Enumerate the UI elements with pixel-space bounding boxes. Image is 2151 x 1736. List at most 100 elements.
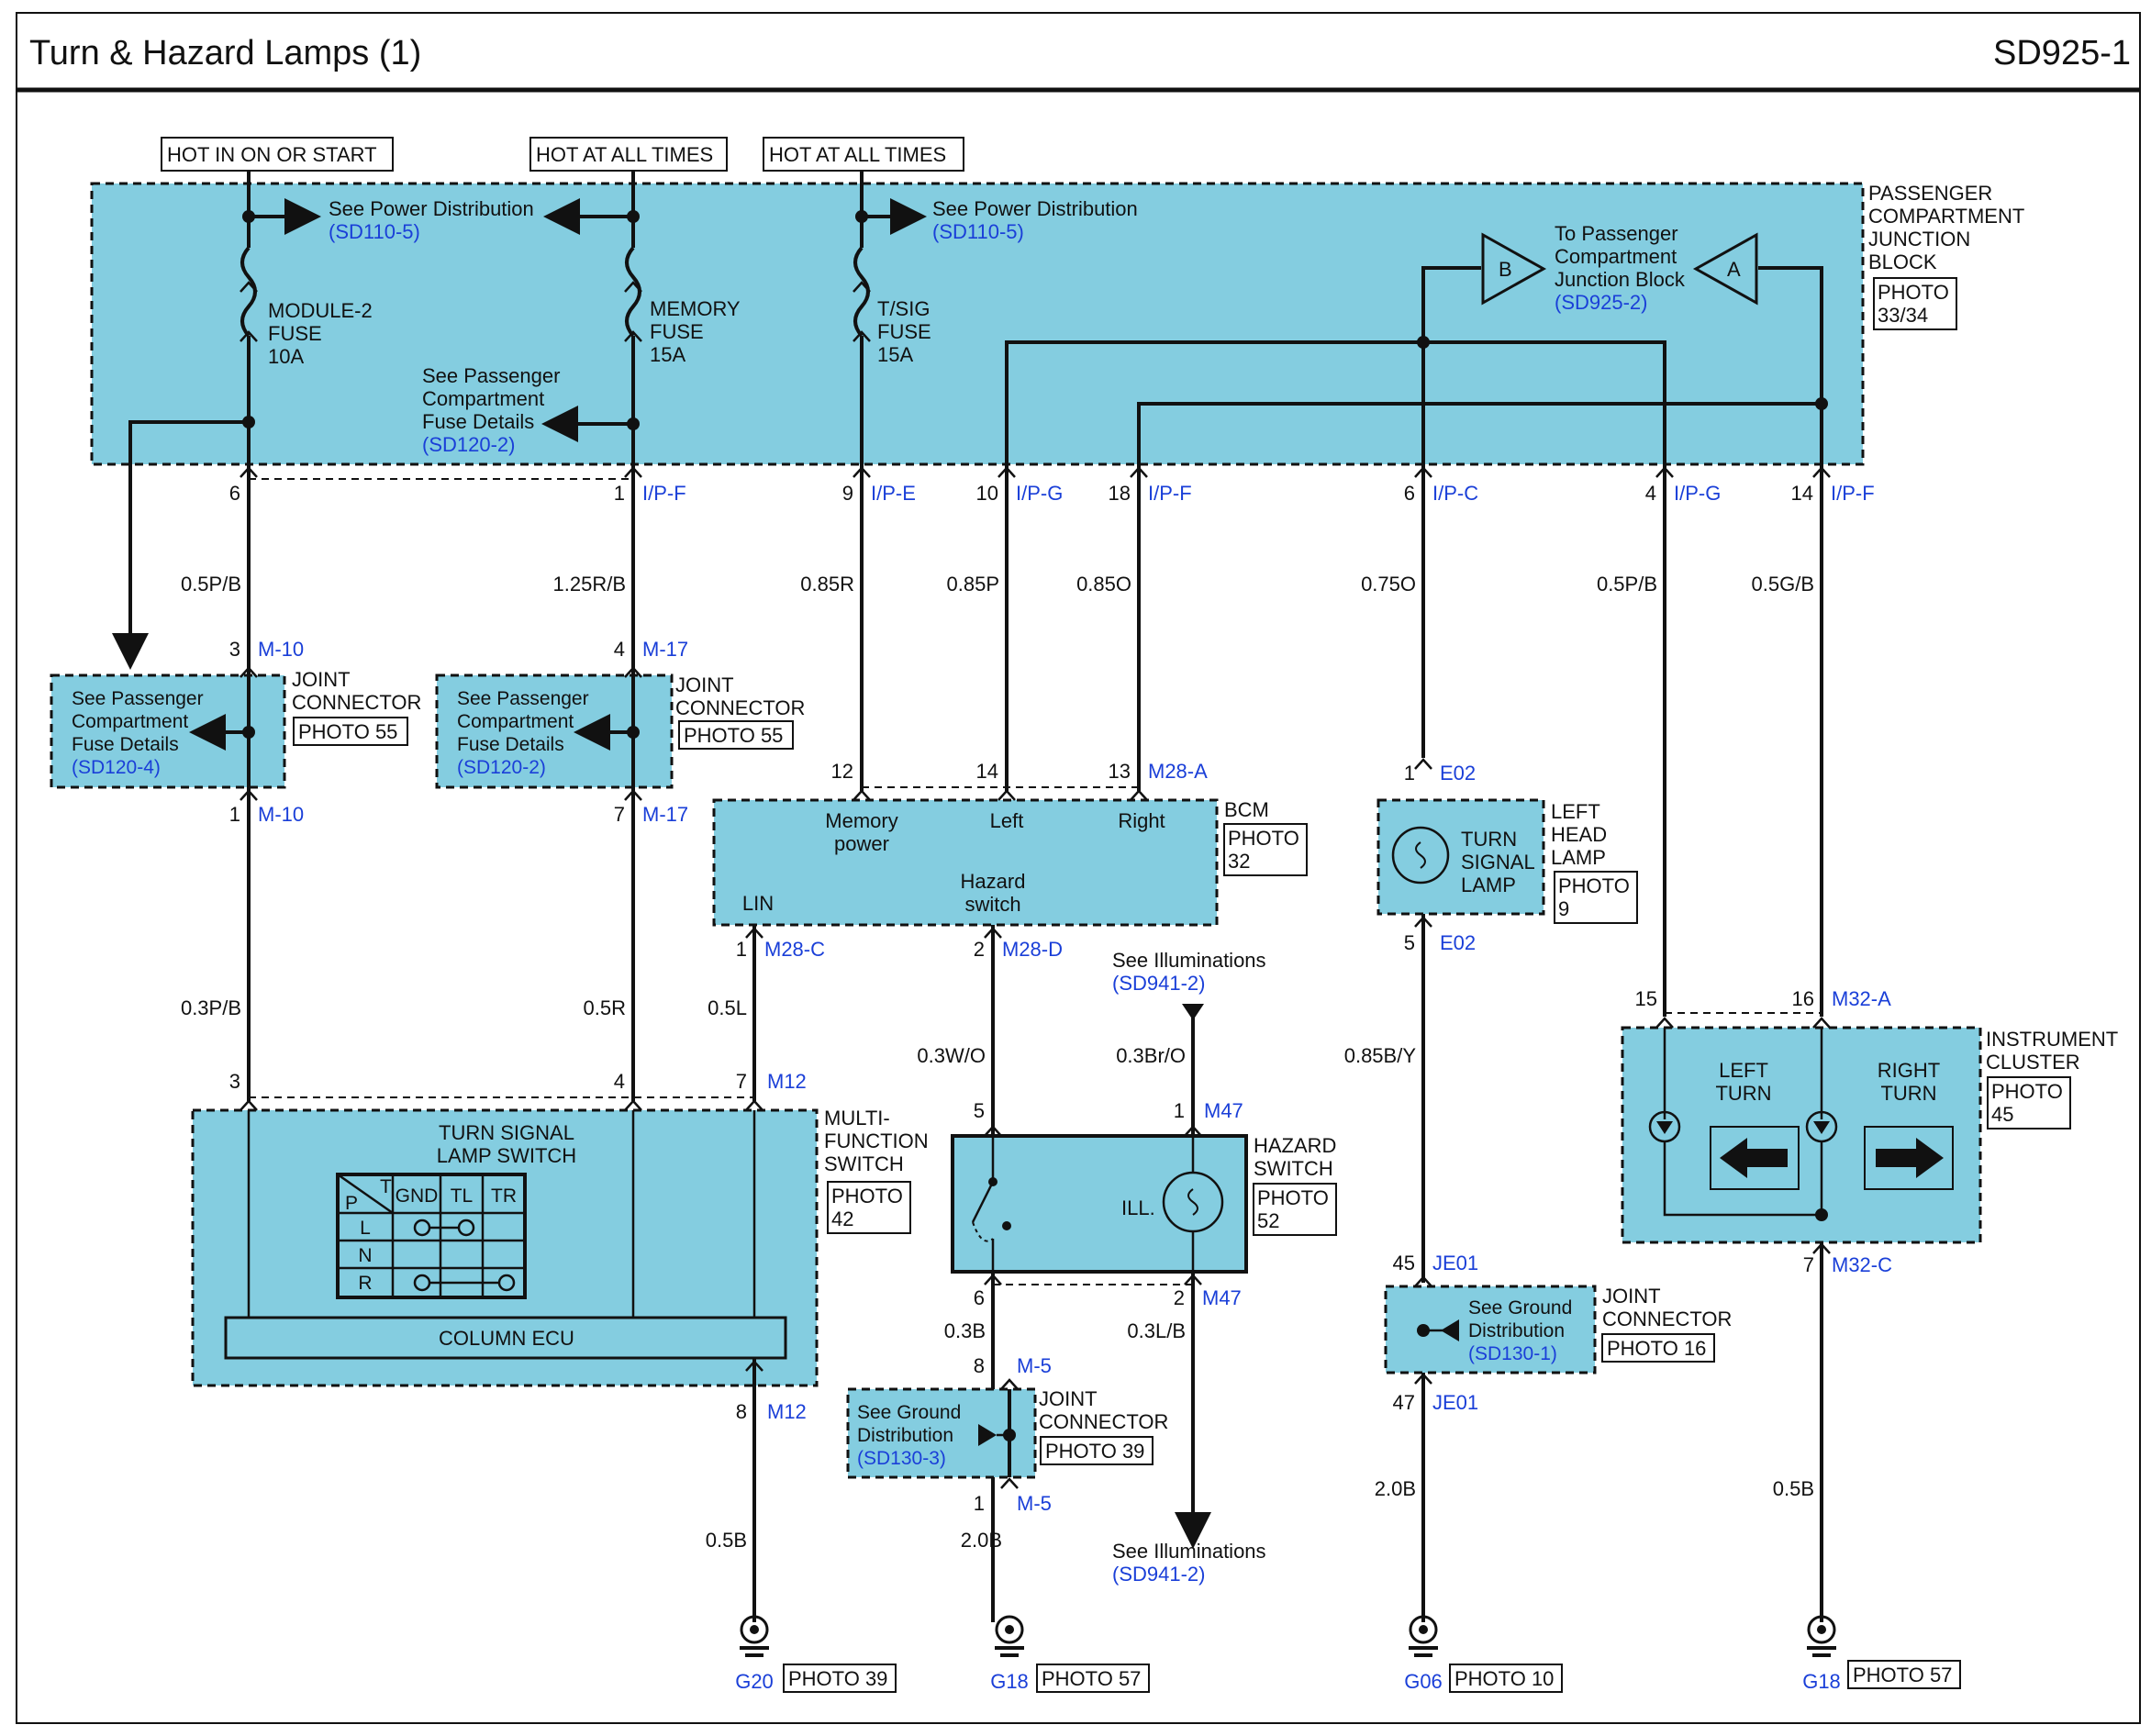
instrument-cluster: 15 16 M32-A LEFT TURN RIGHT TURN INSTRUM…	[1621, 987, 2118, 1622]
svg-text:I/P-F: I/P-F	[1148, 482, 1192, 505]
svg-text:Fuse Details: Fuse Details	[422, 410, 534, 433]
svg-text:(SD120-2): (SD120-2)	[422, 433, 515, 456]
svg-text:(SD120-4): (SD120-4)	[72, 757, 161, 778]
svg-text:2.0B: 2.0B	[961, 1529, 1002, 1552]
svg-text:1: 1	[229, 803, 240, 826]
svg-text:15A: 15A	[650, 343, 685, 366]
svg-text:M12: M12	[767, 1400, 807, 1423]
svg-text:0.5P/B: 0.5P/B	[181, 573, 241, 595]
connector-chevron	[624, 789, 642, 801]
svg-text:COLUMN ECU: COLUMN ECU	[439, 1327, 574, 1350]
svg-text:9: 9	[1558, 897, 1569, 920]
connector-chevron	[997, 466, 1016, 478]
svg-text:(SD110-5): (SD110-5)	[932, 220, 1024, 243]
connector-chevron	[853, 789, 871, 801]
svg-text:PHOTO 57: PHOTO 57	[1042, 1667, 1141, 1690]
svg-text:0.75O: 0.75O	[1361, 573, 1416, 595]
connector-chevron	[1812, 466, 1831, 478]
lamp-icon	[1391, 826, 1450, 885]
svg-text:INSTRUMENT: INSTRUMENT	[1986, 1028, 2118, 1051]
svg-text:15: 15	[1635, 987, 1657, 1010]
connector-chevron	[240, 1099, 258, 1111]
connector-chevron	[240, 466, 258, 478]
svg-text:See Passenger: See Passenger	[457, 688, 589, 709]
svg-text:I/P-F: I/P-F	[642, 482, 686, 505]
svg-text:47: 47	[1393, 1391, 1415, 1414]
svg-text:Left: Left	[990, 809, 1024, 832]
svg-text:0.85O: 0.85O	[1076, 573, 1131, 595]
svg-text:I/P-C: I/P-C	[1432, 482, 1478, 505]
svg-text:0.85P: 0.85P	[947, 573, 1000, 595]
connector-chevron	[1655, 466, 1674, 478]
svg-text:PHOTO 10: PHOTO 10	[1454, 1667, 1554, 1690]
svg-text:1: 1	[1174, 1099, 1185, 1122]
svg-text:PHOTO: PHOTO	[1257, 1186, 1329, 1209]
page-frame	[16, 12, 2141, 1724]
svg-text:See Passenger: See Passenger	[72, 688, 204, 709]
svg-text:RIGHT: RIGHT	[1878, 1059, 1940, 1082]
svg-text:PHOTO 39: PHOTO 39	[788, 1667, 887, 1690]
connector-chevron	[624, 1099, 642, 1111]
svg-text:HOT IN ON OR START: HOT IN ON OR START	[167, 143, 377, 166]
svg-text:LIN: LIN	[742, 892, 774, 915]
svg-text:M-5: M-5	[1017, 1354, 1052, 1377]
svg-text:PHOTO 57: PHOTO 57	[1853, 1664, 1952, 1686]
svg-text:MULTI-: MULTI-	[824, 1107, 890, 1130]
svg-text:Distribution: Distribution	[1468, 1320, 1565, 1341]
svg-text:PHOTO 16: PHOTO 16	[1607, 1337, 1706, 1360]
svg-text:12: 12	[831, 760, 853, 783]
svg-text:1: 1	[736, 938, 747, 961]
svg-text:3: 3	[229, 638, 240, 661]
svg-text:LEFT: LEFT	[1719, 1059, 1768, 1082]
svg-text:2.0B: 2.0B	[1375, 1477, 1416, 1500]
svg-text:(SD941-2): (SD941-2)	[1112, 1563, 1205, 1586]
connector-chevron	[984, 1274, 1002, 1285]
svg-text:M12: M12	[767, 1070, 807, 1093]
svg-text:SIGNAL: SIGNAL	[1461, 851, 1535, 874]
svg-text:PHOTO: PHOTO	[831, 1185, 903, 1207]
svg-text:52: 52	[1257, 1209, 1279, 1232]
svg-text:M-5: M-5	[1017, 1492, 1052, 1515]
ground-g06: G06 PHOTO 10	[1404, 1615, 1563, 1693]
svg-text:BCM: BCM	[1224, 798, 1269, 821]
svg-text:P: P	[345, 1193, 358, 1214]
connector-chevron	[624, 666, 642, 678]
svg-text:HOT AT ALL TIMES: HOT AT ALL TIMES	[536, 143, 713, 166]
svg-text:GND: GND	[396, 1185, 439, 1207]
svg-text:7: 7	[614, 803, 625, 826]
svg-text:PHOTO 55: PHOTO 55	[684, 724, 783, 747]
connector-chevron	[745, 1099, 763, 1111]
svg-text:1: 1	[614, 482, 625, 505]
passenger-compartment-junction-block: PASSENGER COMPARTMENT JUNCTION BLOCK PHO…	[90, 171, 2024, 466]
svg-text:5: 5	[1404, 931, 1415, 954]
svg-text:switch: switch	[964, 893, 1020, 916]
svg-text:CLUSTER: CLUSTER	[1986, 1051, 2080, 1074]
svg-text:FUSE: FUSE	[877, 320, 931, 343]
svg-text:Fuse Details: Fuse Details	[72, 734, 179, 755]
svg-text:(SD120-2): (SD120-2)	[457, 757, 546, 778]
svg-text:Compartment: Compartment	[422, 387, 544, 410]
svg-text:T/SIG: T/SIG	[877, 297, 930, 320]
svg-text:HEAD: HEAD	[1551, 823, 1607, 846]
svg-text:M32-A: M32-A	[1832, 987, 1891, 1010]
connector-chevron	[240, 281, 258, 293]
see-illuminations-top: See Illuminations	[1112, 949, 1266, 972]
svg-text:CONNECTOR: CONNECTOR	[1602, 1308, 1732, 1330]
svg-text:TURN: TURN	[1715, 1082, 1771, 1105]
see-power-dist-2: See Power Distribution	[932, 197, 1138, 220]
ground-g18-b: G18 PHOTO 57	[1802, 1615, 1961, 1693]
svg-text:PHOTO 55: PHOTO 55	[298, 720, 397, 743]
svg-text:1: 1	[1404, 762, 1415, 785]
connector-chevron	[853, 466, 871, 478]
connector-b-triangle	[1481, 232, 1547, 306]
svg-text:16: 16	[1792, 987, 1814, 1010]
svg-text:(SD941-2): (SD941-2)	[1112, 972, 1205, 995]
svg-text:G18: G18	[990, 1670, 1029, 1693]
svg-text:45: 45	[1991, 1103, 2013, 1126]
svg-text:HAZARD: HAZARD	[1254, 1134, 1336, 1157]
svg-text:COMPARTMENT: COMPARTMENT	[1868, 205, 2024, 228]
svg-text:8: 8	[736, 1400, 747, 1423]
svg-text:33/34: 33/34	[1878, 304, 1928, 327]
connector-a-triangle	[1692, 232, 1758, 306]
ground-g18-a: G18 PHOTO 57	[990, 1615, 1150, 1693]
